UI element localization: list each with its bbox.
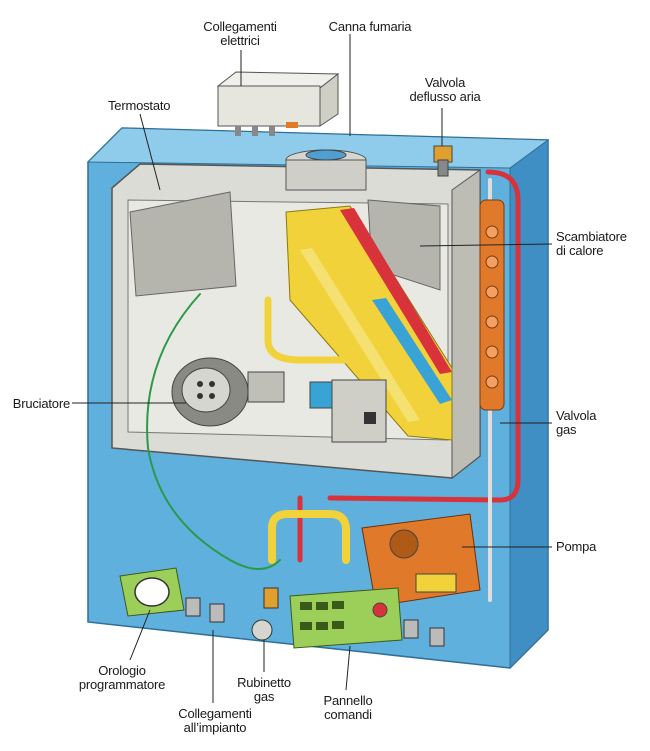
control-panel — [289, 587, 403, 649]
pump — [361, 513, 481, 607]
label-valvola-deflusso-aria: Valvola deflusso aria — [409, 75, 481, 104]
label-pannello-comandi: Pannello comandi — [323, 693, 373, 722]
flue — [285, 149, 367, 191]
label-scambiatore-di-calore: Scambiatore di calore — [556, 229, 627, 258]
label-collegamenti-elettrici: Collegamenti elettrici — [203, 19, 277, 48]
label-valvola-gas: Valvola gas — [556, 408, 597, 437]
heat-exchanger — [285, 205, 453, 441]
timer-clock — [119, 567, 185, 617]
burner — [171, 357, 285, 427]
connections — [185, 587, 445, 647]
air-valve — [433, 145, 453, 177]
label-orologio-programmatore: Orologio programmatore — [78, 663, 166, 692]
label-canna-fumaria: Canna fumaria — [328, 19, 412, 34]
label-bruciatore: Bruciatore — [12, 396, 70, 411]
label-pompa: Pompa — [556, 539, 597, 554]
label-collegamenti-impianto: Collegamenti all’impianto — [178, 706, 252, 735]
label-termostato: Termostato — [108, 98, 171, 113]
electrical-box — [216, 71, 340, 136]
gas-valve — [309, 379, 387, 443]
leader-lines — [72, 34, 553, 703]
exchanger-tank — [479, 199, 505, 411]
label-rubinetto-gas: Rubinetto gas — [237, 675, 291, 704]
